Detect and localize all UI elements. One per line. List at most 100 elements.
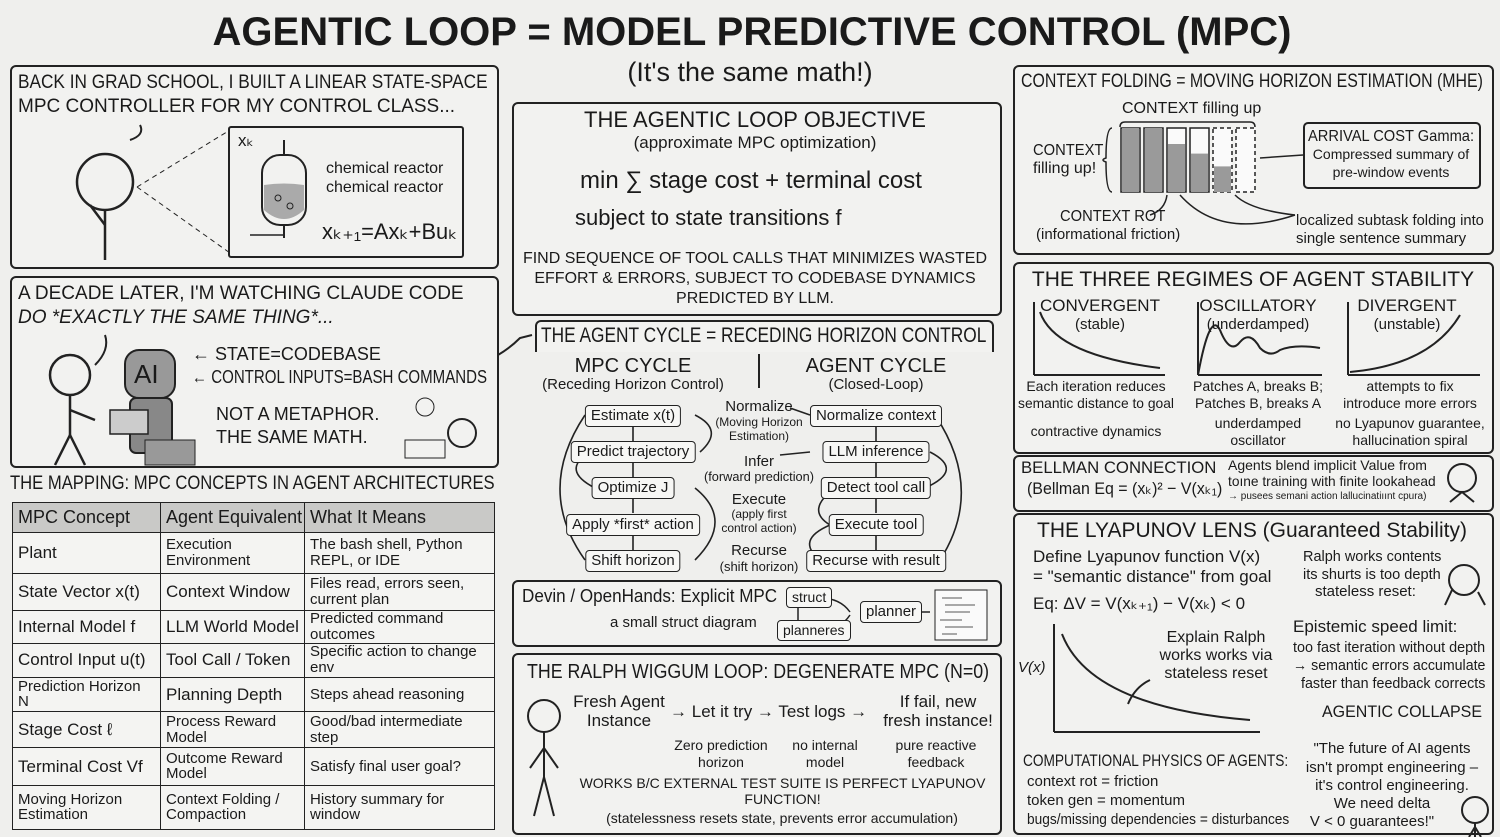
regime-note: contractive dynamics bbox=[1030, 423, 1162, 439]
cell: Satisfy final user goal? bbox=[304, 747, 495, 786]
grad-school-line-2: MPC CONTROLLER FOR MY CONTROL CLASS... bbox=[18, 96, 456, 117]
regime-desc: Patches A, breaks B; bbox=[1193, 378, 1323, 394]
arrival-cost-box bbox=[1303, 122, 1481, 189]
bellman-equation: (Bellman Eq = (xₖ)² − V(xₖ₁) bbox=[1027, 479, 1223, 498]
ralph-note: Zero prediction bbox=[674, 737, 768, 753]
grad-school-line-1: BACK IN GRAD SCHOOL, I BUILT A LINEAR ST… bbox=[18, 72, 488, 93]
struct-diagram-lines bbox=[797, 589, 988, 641]
ralph-footer-1: WORKS B/C EXTERNAL TEST SUITE IS PERFECT… bbox=[579, 775, 986, 808]
agent-step-llm: LLM inference bbox=[822, 441, 930, 463]
ralph-step-fail: If fail, new bbox=[899, 692, 977, 711]
ralph-step-test: Test logs bbox=[778, 702, 846, 721]
link-note: control action) bbox=[721, 521, 797, 535]
cell: Context Window bbox=[160, 572, 305, 611]
bellman-panel bbox=[1013, 455, 1494, 512]
agent-step-execute: Execute tool bbox=[828, 514, 924, 536]
physics-item: token gen = momentum bbox=[1027, 792, 1186, 809]
quote-line: V < 0 guarantees!" bbox=[1309, 813, 1435, 830]
header-agent-equivalent: Agent Equivalent bbox=[160, 501, 305, 534]
cell: Steps ahead reasoning bbox=[304, 676, 495, 713]
regime-note: no Lyapunov guarantee, bbox=[1335, 415, 1485, 431]
cycle-divider bbox=[758, 354, 760, 388]
cycle-header-box bbox=[535, 320, 994, 352]
cell: LLM World Model bbox=[160, 609, 305, 644]
context-bar bbox=[1235, 127, 1256, 193]
cell: Stage Cost ℓ bbox=[12, 711, 161, 749]
student-figure-icon bbox=[75, 124, 231, 260]
lyapunov-title: THE LYAPUNOV LENS (Guaranteed Stability) bbox=[1037, 519, 1467, 542]
cartoon-girl-icon bbox=[1447, 463, 1477, 503]
folding-top-label: CONTEXT filling up bbox=[1122, 100, 1262, 117]
localized-folding-text: localized subtask folding into bbox=[1296, 212, 1484, 229]
quote-line: isn't prompt engineering – bbox=[1305, 759, 1479, 776]
objective-panel bbox=[512, 102, 1002, 316]
folding-arrows bbox=[1149, 154, 1304, 225]
quote-line: it's control engineering. bbox=[1315, 777, 1469, 794]
cell: State Vector x(t) bbox=[12, 572, 161, 611]
explain-ralph-text: Explain Ralph bbox=[1166, 629, 1266, 646]
arrival-cost-title: ARRIVAL COST Gamma: bbox=[1307, 128, 1475, 145]
reactor-label: chemical reactor bbox=[326, 179, 444, 196]
page-subtitle: (It's the same math!) bbox=[627, 57, 873, 87]
agentic-collapse-label: AGENTIC COLLAPSE bbox=[1322, 702, 1483, 721]
mpc-step-estimate: Estimate x(t) bbox=[584, 405, 682, 427]
context-bar-fill bbox=[1168, 144, 1185, 192]
lyapunov-equation: Eq: ΔV = V(xₖ₊₁) − V(xₖ) < 0 bbox=[1033, 594, 1246, 613]
link-note: Estimation) bbox=[728, 429, 790, 443]
objective-subtitle: (approximate MPC optimization) bbox=[633, 133, 877, 152]
ralph-title: THE RALPH WIGGUM LOOP: DEGENERATE MPC (N… bbox=[527, 661, 990, 683]
table-header-row: MPC Concept Agent Equivalent What It Mea… bbox=[12, 501, 495, 534]
state-mapping-label: ← STATE=CODEBASE bbox=[192, 344, 381, 364]
cell: Files read, errors seen, current plan bbox=[304, 572, 495, 611]
cell: Terminal Cost Vf bbox=[12, 747, 161, 786]
mapping-title: THE MAPPING: MPC CONCEPTS IN AGENT ARCHI… bbox=[10, 473, 495, 494]
cartoon-kid-icon bbox=[404, 397, 477, 459]
link-label: Execute bbox=[731, 491, 787, 508]
localized-folding-text-2: single sentence summary bbox=[1296, 230, 1467, 247]
mpc-step-predict: Predict trajectory bbox=[570, 441, 696, 463]
agent-cycle-title: AGENT CYCLE bbox=[805, 355, 947, 377]
link-label: Normalize bbox=[725, 398, 793, 415]
stability-regimes-panel bbox=[1013, 262, 1494, 454]
robot-ai-label: AI bbox=[134, 359, 159, 389]
mpc-step-optimize: Optimize J bbox=[591, 477, 675, 499]
folding-title: CONTEXT FOLDING = MOVING HORIZON ESTIMAT… bbox=[1021, 71, 1483, 92]
bellman-text-3: → pusees semani action lallucinatiıınt c… bbox=[1228, 491, 1427, 502]
ralph-note: no internal bbox=[792, 737, 858, 753]
context-rot-sub: (informational friction) bbox=[1036, 226, 1181, 243]
regime-name: DIVERGENT bbox=[1357, 296, 1457, 315]
ralph-note: horizon bbox=[698, 754, 744, 770]
folding-side-label-2: filling up! bbox=[1033, 160, 1097, 177]
regime-name: OSCILLATORY bbox=[1199, 296, 1317, 315]
page-title: AGENTIC LOOP = MODEL PREDICTIVE CONTROL … bbox=[212, 10, 1292, 54]
ralph-step-fail-2: fresh instance! bbox=[883, 711, 993, 730]
cell: Internal Model f bbox=[12, 609, 161, 644]
mpc-step-shift: Shift horizon bbox=[585, 550, 681, 572]
header-what-it-means: What It Means bbox=[304, 501, 495, 534]
planneres-node: planneres bbox=[777, 620, 851, 641]
ralph-panel bbox=[512, 653, 1002, 835]
decade-line-2: DO *EXACTLY THE SAME THING*... bbox=[18, 307, 334, 328]
ralph-works-text-2: its shurts is too depth bbox=[1303, 566, 1441, 583]
physics-title: COMPUTATIONAL PHYSICS OF AGENTS: bbox=[1023, 751, 1289, 770]
context-bar-fill bbox=[1122, 128, 1139, 192]
cell: The bash shell, Python REPL, or IDE bbox=[304, 532, 495, 574]
struct-node: struct bbox=[786, 587, 833, 608]
link-label: Infer bbox=[743, 453, 775, 470]
mpc-step-apply: Apply *first* action bbox=[566, 514, 700, 536]
regime-desc: Patches B, breaks A bbox=[1194, 395, 1322, 411]
epistemic-text-3: faster than feedback corrects bbox=[1301, 675, 1486, 692]
ralph-note: feedback bbox=[907, 754, 965, 770]
ralph-stick-figure-icon bbox=[527, 699, 561, 817]
context-bar-fill bbox=[1191, 153, 1208, 192]
inputs-mapping-label: ← CONTROL INPUTS=BASH COMMANDS bbox=[192, 367, 488, 387]
ralph-note: model bbox=[805, 754, 845, 770]
link-note: (apply first bbox=[731, 507, 787, 521]
